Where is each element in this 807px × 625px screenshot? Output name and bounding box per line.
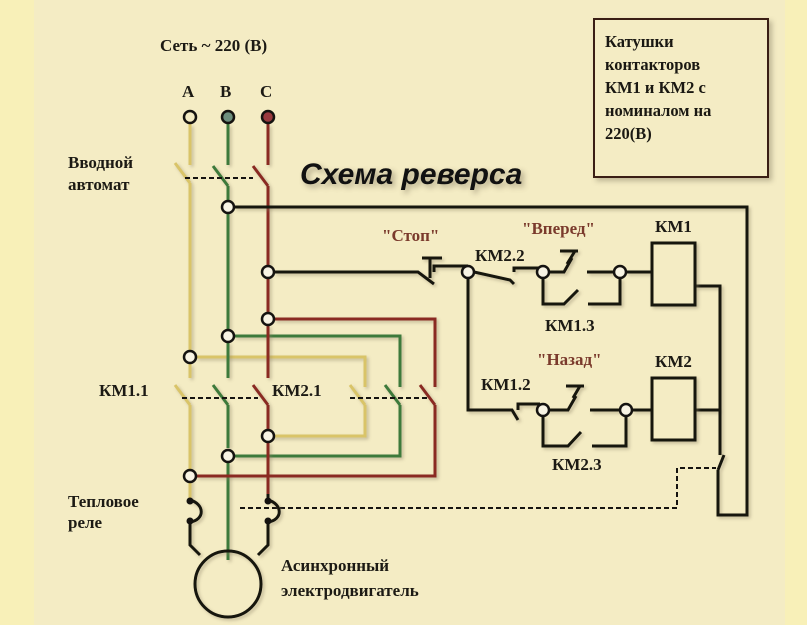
motor-icon <box>193 549 263 619</box>
note-line: Катушки <box>605 32 674 51</box>
supply-terminals <box>182 109 276 125</box>
thermal-relay <box>188 494 281 557</box>
note-line: контакторов <box>605 55 701 74</box>
note-line: номиналом на <box>605 101 712 120</box>
thermal-relay-label-1: Тепловое <box>68 492 139 511</box>
km2-coil <box>650 376 697 442</box>
km2-3-label: КМ2.3 <box>552 455 602 474</box>
km1-coil-label: КМ1 <box>655 217 692 236</box>
phase-c-label: C <box>260 82 273 101</box>
km1-coil <box>650 241 697 307</box>
mechanical-links <box>182 177 716 509</box>
input-breaker-label-1: Вводной <box>68 153 134 172</box>
thermal-relay-label-2: реле <box>68 513 103 532</box>
km2-1-label: КМ2.1 <box>272 381 322 400</box>
forward-button-label: "Вперед" <box>522 219 595 238</box>
phase-b-wire <box>211 124 402 560</box>
phase-a-label: A <box>182 82 195 101</box>
junction-nodes <box>182 199 634 484</box>
km1-2-label: КМ1.2 <box>481 375 531 394</box>
phase-a-wire <box>173 124 367 498</box>
back-button-label: "Назад" <box>537 350 602 369</box>
km2-coil-label: КМ2 <box>655 352 692 371</box>
background-strip-right <box>785 0 807 625</box>
input-breaker-label-2: автомат <box>68 175 130 194</box>
supply-label: Сеть ~ 220 (В) <box>160 36 268 55</box>
km2-2-label: КМ2.2 <box>475 246 525 265</box>
stop-button-label: "Стоп" <box>382 226 440 245</box>
note-line: КМ1 и КМ2 с <box>605 78 706 97</box>
terminal-c <box>260 109 276 125</box>
relay-dots <box>186 497 272 525</box>
background-strip-left <box>0 0 34 625</box>
terminal-b <box>220 109 236 125</box>
control-wiring <box>234 205 749 517</box>
motor-label-1: Асинхронный <box>281 556 390 575</box>
km1-1-label: КМ1.1 <box>99 381 149 400</box>
motor-label-2: электродвигатель <box>281 581 419 600</box>
terminal-a <box>182 109 198 125</box>
km1-3-label: КМ1.3 <box>545 316 595 335</box>
phase-c-wire <box>196 124 437 494</box>
phase-b-label: B <box>220 82 232 101</box>
note-line: 220(В) <box>605 124 652 143</box>
note-box: Катушки контакторов КМ1 и КМ2 с номинало… <box>593 18 769 178</box>
diagram-title: Схема реверса <box>300 158 523 191</box>
